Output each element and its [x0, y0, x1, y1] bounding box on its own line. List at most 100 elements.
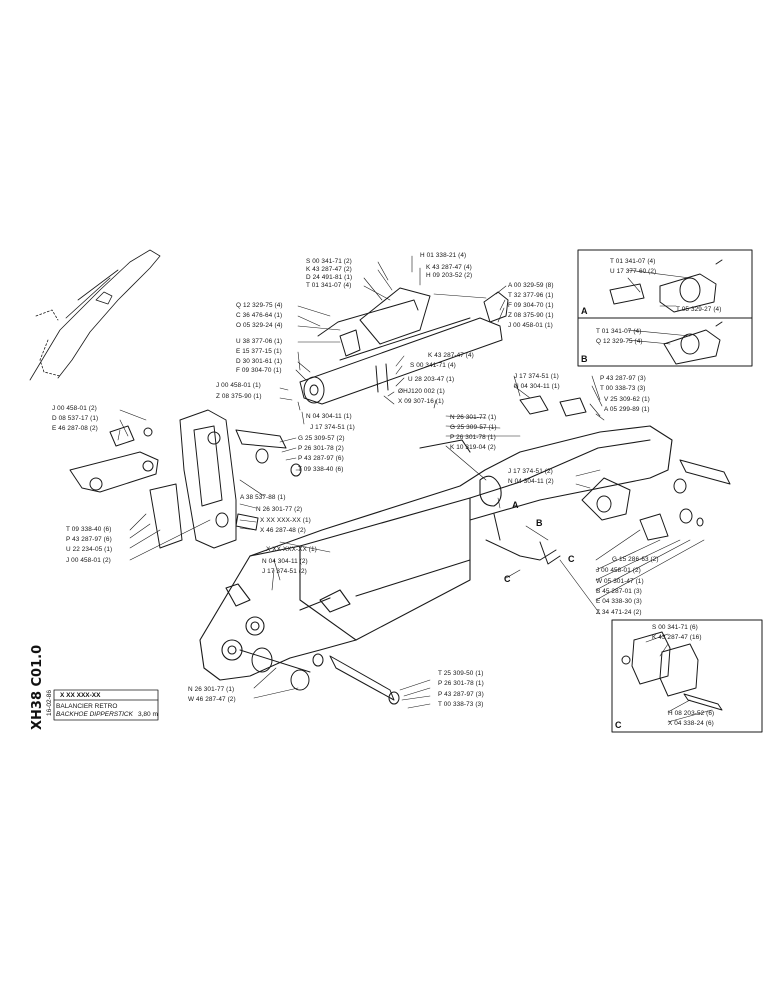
part-label: H 09 203-52 (2) — [426, 272, 473, 279]
part-label: E 46 287-08 (2) — [52, 425, 98, 432]
part-label: N 04 304-11 (2) — [508, 478, 554, 485]
part-label: S 00 341-71 (6) — [652, 624, 698, 631]
part-label: U 22 234-05 (1) — [66, 546, 113, 553]
part-label: V 25 309-62 (1) — [604, 396, 650, 403]
part-label: S 00 341-71 (2) — [306, 258, 352, 265]
part-label: X 09 307-16 (1) — [398, 398, 444, 405]
part-label: T 00 338-73 (3) — [600, 385, 646, 392]
part-label: K 43 287-47 (4) — [428, 352, 474, 359]
part-label: E 04 338-30 (3) — [596, 598, 642, 605]
part-label: J 17 374-51 (2) — [508, 468, 553, 475]
part-label: X 04 338-24 (6) — [668, 720, 714, 727]
part-label: E 15 377-15 (1) — [236, 348, 282, 355]
part-label: G 25 309-57 (1) — [450, 424, 497, 431]
part-label: A 38 537-88 (1) — [240, 494, 286, 501]
drawing-code: XH38 C01.0 — [30, 644, 45, 730]
drawing-date: 16-02-86 — [46, 689, 53, 716]
part-label: G 25 309-57 (2) — [298, 435, 345, 442]
part-label: J 17 374-51 (2) — [262, 568, 307, 575]
part-label: N 26 301-77 (1) — [188, 686, 235, 693]
title-block-frame — [53, 689, 159, 721]
cylinder-assembly — [299, 287, 509, 405]
part-label: X XX XXX-XX (1) — [266, 546, 317, 553]
part-label: P 43 287-97 (3) — [438, 691, 484, 698]
part-label: T 01 341-07 (4) — [610, 258, 656, 265]
part-label: A 00 329-59 (8) — [508, 282, 554, 289]
callout-letter-c2: C — [504, 574, 511, 584]
callout-letter-c1: C — [568, 554, 575, 564]
part-label: P 26 301-78 (1) — [450, 434, 496, 441]
part-label: K 43 287-47 (4) — [426, 264, 472, 271]
part-label: N 26 301-77 (2) — [256, 506, 303, 513]
part-label: H 01 338-21 (4) — [420, 252, 467, 259]
part-label: J 00 458-01 (1) — [508, 322, 553, 329]
part-label: N 04 304-11 (1) — [514, 383, 560, 390]
part-label: N 26 301-77 (1) — [450, 414, 497, 421]
part-label: C 36 476-64 (1) — [236, 312, 283, 319]
part-label: N 04 304-11 (2) — [262, 558, 308, 565]
part-label: U 28 203-47 (1) — [408, 376, 455, 383]
part-label: K 43 287-47 (2) — [306, 266, 352, 273]
arm-length: 3,80 m — [138, 711, 158, 718]
part-label: K 43 287-47 (16) — [652, 634, 702, 641]
reference-number: X XX XXX-XX — [60, 692, 101, 699]
dipperstick-body — [199, 425, 673, 681]
part-label: J 17 374-51 (1) — [310, 424, 355, 431]
link-arm-part — [69, 425, 159, 493]
part-label: U 38 377-06 (1) — [236, 338, 283, 345]
part-label: ØHJ120 002 (1) — [398, 388, 445, 395]
title-english: BACKHOE DIPPERSTICK — [56, 711, 133, 718]
inset-letter-b: B — [581, 354, 588, 364]
part-label: H 08 203-52 (6) — [668, 710, 715, 717]
part-label: P 43 287-97 (3) — [600, 375, 646, 382]
part-label: S 00 341-71 (4) — [410, 362, 456, 369]
machine-thumbnail-sketch — [29, 249, 161, 381]
part-label: T 09 338-40 (6) — [66, 526, 112, 533]
part-label: X 46 287-48 (2) — [260, 527, 306, 534]
part-label: N 04 304-11 (1) — [306, 413, 352, 420]
part-label: Z 08 375-90 (1) — [216, 393, 262, 400]
side-plate-part — [149, 409, 237, 549]
part-label: K 10 319-04 (2) — [450, 444, 496, 451]
callout-letter-a: A — [512, 500, 519, 510]
part-label: J 00 458-01 (2) — [52, 405, 97, 412]
part-label: F 09 304-70 (1) — [508, 302, 554, 309]
part-label: W 05 301-47 (1) — [596, 578, 644, 585]
pins-and-bushings — [215, 395, 731, 705]
part-label: O 05 329-24 (4) — [236, 322, 283, 329]
inset-c-frame — [611, 619, 763, 733]
part-label: B 45 287-01 (3) — [596, 588, 642, 595]
part-label: J 00 458-01 (2) — [66, 557, 111, 564]
part-label: A 05 299-89 (1) — [604, 406, 650, 413]
title-french: BALANCIER RETRO — [56, 703, 118, 710]
part-label: P 43 287-97 (6) — [66, 536, 112, 543]
part-label: U 17 377-60 (2) — [610, 268, 657, 275]
part-label: Z 08 375-90 (1) — [508, 312, 554, 319]
inset-letter-a: A — [581, 306, 588, 316]
part-label: T 05 329-27 (4) — [676, 306, 722, 313]
part-label: T 00 338-73 (3) — [438, 701, 484, 708]
part-label: D 08 537-17 (1) — [52, 415, 99, 422]
part-label: T 32 377-96 (1) — [508, 292, 554, 299]
part-label: P 26 301-78 (1) — [438, 680, 484, 687]
callout-letter-b: B — [536, 518, 543, 528]
part-label: P 43 287-97 (6) — [298, 455, 344, 462]
part-label: Q 12 329-75 (4) — [236, 302, 283, 309]
inset-letter-c: C — [615, 720, 622, 730]
hose-clamp-assembly — [485, 477, 631, 565]
leader-lines — [117, 255, 713, 723]
part-label: X XX XXX-XX (1) — [260, 517, 311, 524]
part-label: P 26 301-78 (2) — [298, 445, 344, 452]
part-label: Q 12 329-75 (4) — [596, 338, 643, 345]
part-label: T 25 309-50 (1) — [438, 670, 484, 677]
part-label: D 24 491-81 (1) — [306, 274, 353, 281]
part-label: F 09 304-70 (1) — [236, 367, 282, 374]
part-label: J 17 374-51 (1) — [514, 373, 559, 380]
part-label: T 01 341-07 (4) — [306, 282, 352, 289]
part-label: J 00 458-01 (1) — [216, 382, 261, 389]
part-label: D 30 301-61 (1) — [236, 358, 283, 365]
part-label: G 15 286-63 (2) — [612, 556, 659, 563]
part-label: T 09 338-40 (6) — [298, 466, 344, 473]
